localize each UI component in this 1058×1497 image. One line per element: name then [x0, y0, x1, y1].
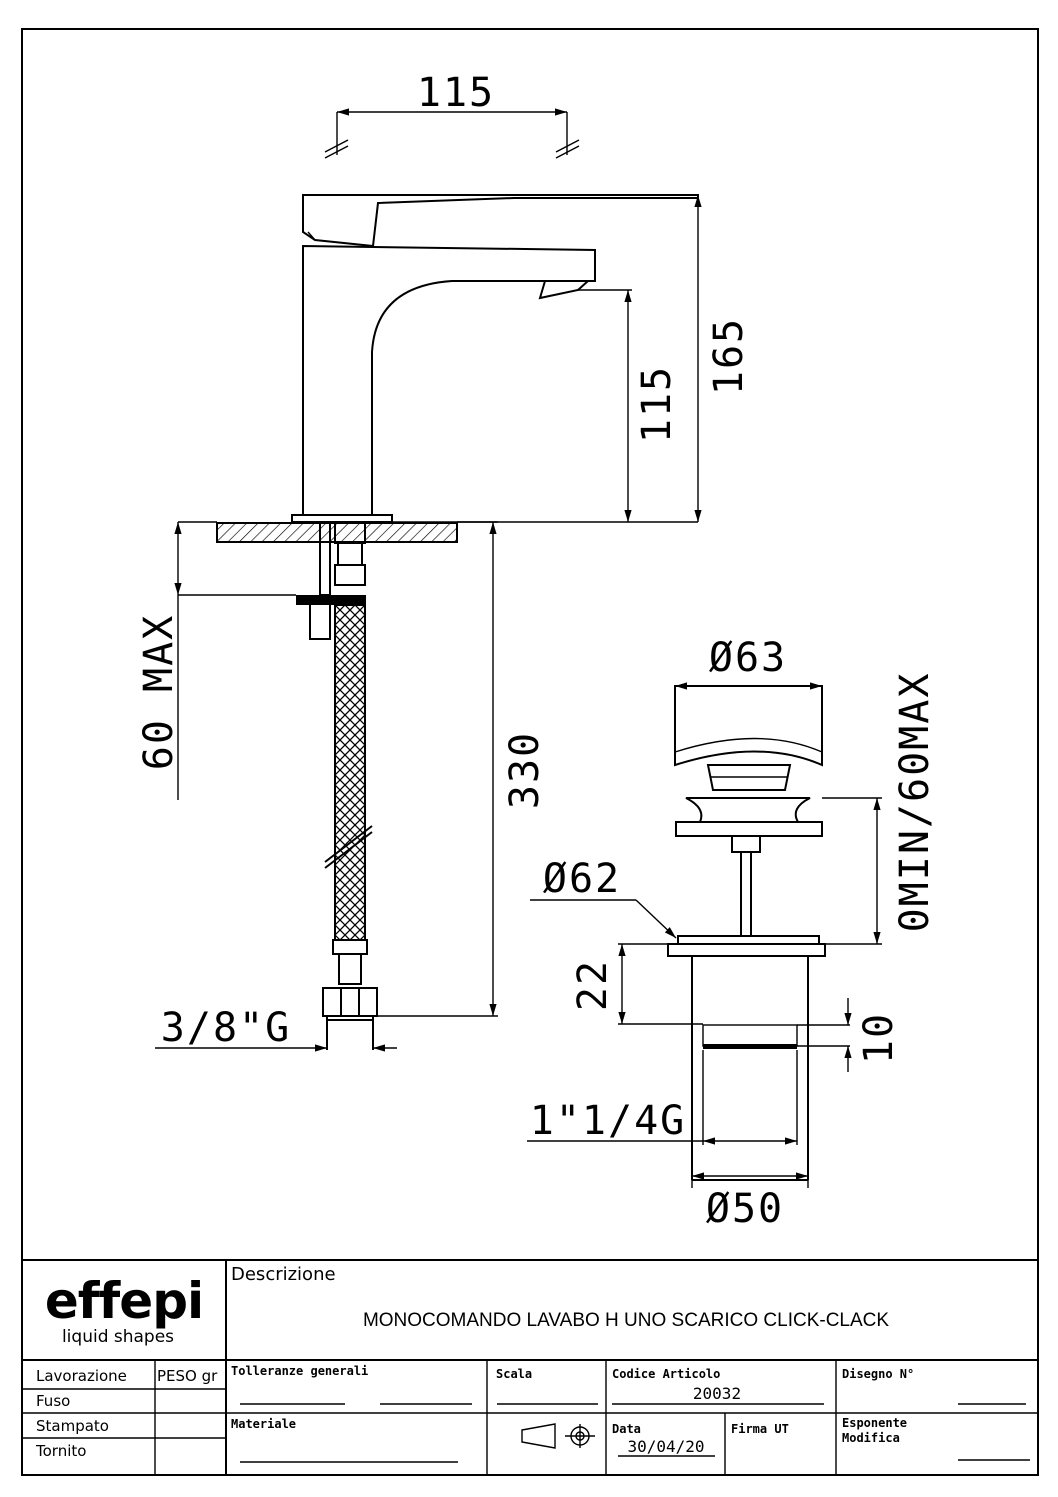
logo-text: effepi	[45, 1272, 203, 1330]
dimension-waste-thread: 1"1/4G	[527, 1098, 797, 1145]
process-tornito: Tornito	[35, 1442, 86, 1460]
article-code-label: Codice Articolo	[612, 1367, 720, 1381]
date-label: Data	[612, 1422, 641, 1436]
dim-label-hose-length: 330	[502, 731, 548, 809]
dimension-waste-body-diameter: Ø50	[691, 1172, 809, 1232]
effepi-logo: effepi liquid shapes	[45, 1272, 204, 1347]
dim-label-deck-thickness: 60 MAX	[136, 614, 182, 771]
signature-label: Firma UT	[731, 1422, 789, 1436]
dim-label-waste-body-diameter: Ø50	[706, 1186, 784, 1232]
dimension-waste-top-diameter: Ø63	[675, 635, 822, 690]
drawing-number-label: Disegno N°	[842, 1367, 914, 1381]
process-label: Lavorazione	[36, 1367, 127, 1385]
dimension-total-height: 165	[392, 195, 752, 523]
revision-label-1: Esponente	[842, 1416, 907, 1430]
dimension-waste-flange-height: 22	[570, 943, 703, 1025]
dimension-waste-flange-diameter: Ø62	[530, 856, 677, 939]
dimension-spout-reach: 115	[324, 70, 580, 159]
dim-label-waste-top-diameter: Ø63	[709, 635, 787, 681]
article-code: 20032	[693, 1384, 741, 1403]
description-text: MONOCOMANDO LAVABO H UNO SCARICO CLICK-C…	[363, 1310, 889, 1331]
projection-symbol-icon	[521, 1423, 595, 1449]
sheet-border	[21, 28, 1039, 1476]
logo-tagline: liquid shapes	[62, 1327, 174, 1347]
dim-label-spout-height: 115	[634, 365, 680, 443]
faucet-drawing	[216, 194, 699, 1050]
dim-label-waste-range: 0MIN/60MAX	[892, 672, 938, 933]
date-value: 30/04/20	[627, 1437, 704, 1456]
material-label: Materiale	[231, 1417, 296, 1431]
revision-label-2: Modifica	[842, 1431, 900, 1445]
dim-label-waste-slot: 10	[856, 1012, 902, 1064]
dim-label-waste-flange-diameter: Ø62	[543, 856, 621, 902]
waste-drawing	[667, 685, 826, 1181]
dim-label-waste-flange-height: 22	[570, 959, 616, 1011]
weight-label: PESO gr	[157, 1367, 218, 1385]
dimension-spout-height: 115	[578, 289, 680, 522]
scale-label: Scala	[496, 1367, 532, 1381]
dim-label-waste-thread: 1"1/4G	[530, 1098, 687, 1144]
process-fuso: Fuso	[36, 1392, 70, 1410]
title-block	[22, 1259, 1038, 1475]
dimension-deck-thickness: 60 MAX	[136, 521, 296, 800]
dimension-waste-slot: 10	[797, 998, 902, 1072]
dim-label-hose-thread: 3/8"G	[161, 1005, 291, 1051]
dimension-hose-thread: 3/8"G	[155, 1005, 397, 1052]
dim-label-total-height: 165	[706, 317, 752, 395]
tolerances-label: Tolleranze generali	[231, 1364, 368, 1378]
description-label: Descrizione	[231, 1264, 336, 1285]
process-stampato: Stampato	[36, 1417, 109, 1435]
dimension-waste-range: 0MIN/60MAX	[822, 672, 938, 945]
dim-label-spout-reach: 115	[417, 70, 495, 116]
dimension-hose-length: 330	[373, 521, 548, 1017]
